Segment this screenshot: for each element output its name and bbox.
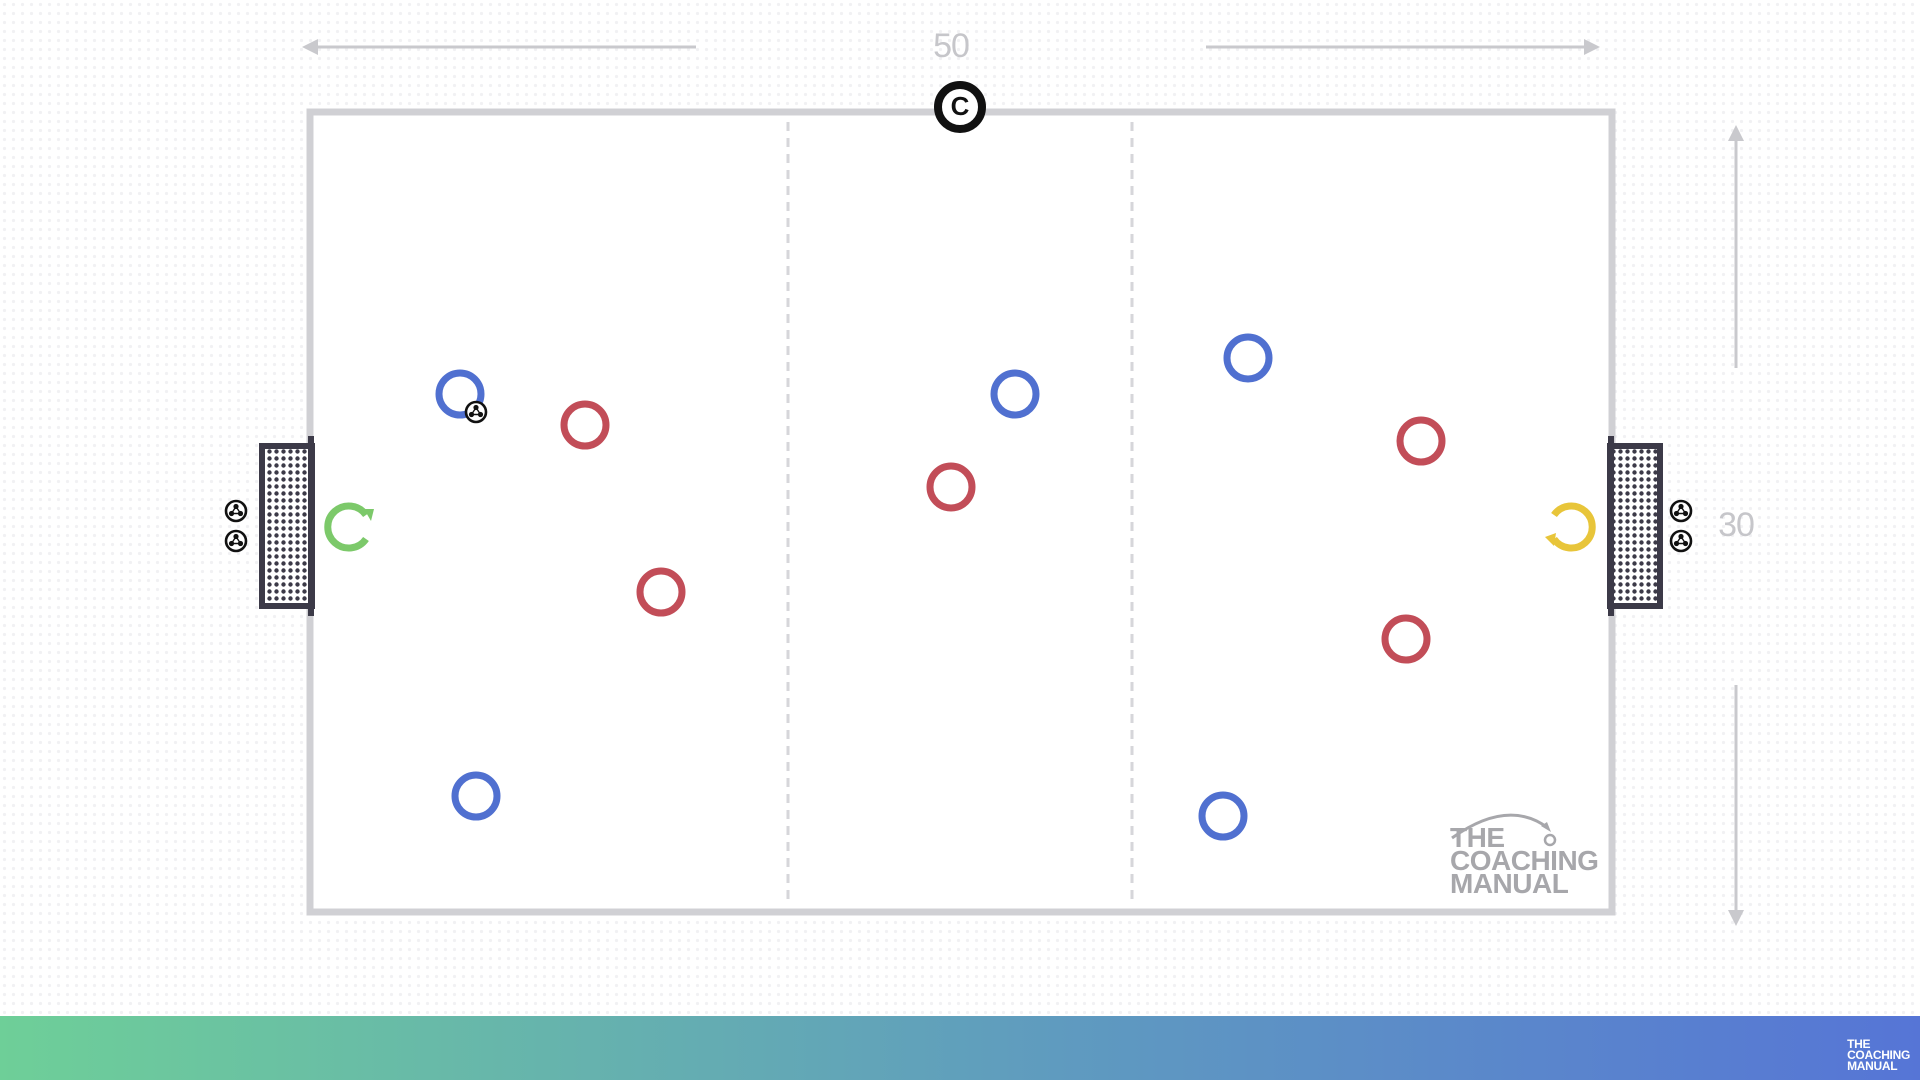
player-red (636, 567, 686, 617)
ball-icon (1669, 529, 1693, 553)
player-blue (1198, 791, 1248, 841)
length-arrowhead-right (1584, 39, 1600, 55)
player-red (1381, 614, 1431, 664)
player-red (1396, 416, 1446, 466)
footer-logo-line-1: THE (1847, 1037, 1871, 1051)
player-blue (990, 369, 1040, 419)
footer-bar: THE COACHING MANUAL (0, 1016, 1920, 1080)
width-arrowhead-top (1728, 125, 1744, 141)
goalkeeper-right (1545, 502, 1596, 552)
pitch (306, 108, 1616, 916)
length-dimension: 50 (302, 27, 1600, 65)
width-arrowhead-bottom (1728, 910, 1744, 926)
coach-icon (934, 81, 986, 133)
right-goal-net (1607, 443, 1663, 609)
player-red (926, 462, 976, 512)
player-blue-with-ball (435, 369, 485, 419)
ball-icon (464, 400, 488, 424)
logo-line-3: MANUAL (1450, 868, 1569, 899)
logo-arc-icon (1451, 813, 1549, 840)
goalkeeper-left (324, 502, 374, 552)
ball-icon (224, 499, 248, 523)
footer-logo-line-2: COACHING (1847, 1048, 1910, 1062)
goalkeeper-yellow-icon (1551, 502, 1596, 552)
blue-team (435, 333, 1273, 841)
length-arrowhead-left (302, 39, 318, 55)
width-label: 30 (1718, 506, 1754, 544)
ball-icon (224, 529, 248, 553)
goalkeeper-yellow-arrowhead (1545, 533, 1556, 546)
spare-balls-left (224, 499, 248, 553)
width-dimension: 30 (1718, 125, 1755, 926)
coach-label: C (951, 91, 970, 121)
spare-balls-right (1669, 499, 1693, 553)
logo-line-2: COACHING (1450, 845, 1598, 876)
left-goal-net (259, 443, 315, 609)
footer-logo-line-3: MANUAL (1847, 1059, 1898, 1073)
player-blue (451, 771, 501, 821)
goalkeeper-green-icon (324, 502, 369, 552)
player-blue (1223, 333, 1273, 383)
coach-marker: C (934, 81, 986, 133)
coaching-manual-logo: THE COACHING MANUAL (1450, 813, 1599, 899)
length-label: 50 (933, 27, 969, 65)
logo-line-1: THE (1450, 822, 1505, 853)
logo-arrowhead-icon (1541, 822, 1551, 832)
player-red (560, 400, 610, 450)
pitch-surface (306, 108, 1616, 916)
footer-logo: THE COACHING MANUAL (1847, 1037, 1910, 1073)
logo-ball-icon (1543, 833, 1557, 847)
goalkeeper-green-arrowhead (364, 509, 374, 521)
red-team (560, 400, 1446, 664)
ball-icon (1669, 499, 1693, 523)
left-goal (259, 436, 315, 616)
right-goal (1607, 436, 1663, 616)
